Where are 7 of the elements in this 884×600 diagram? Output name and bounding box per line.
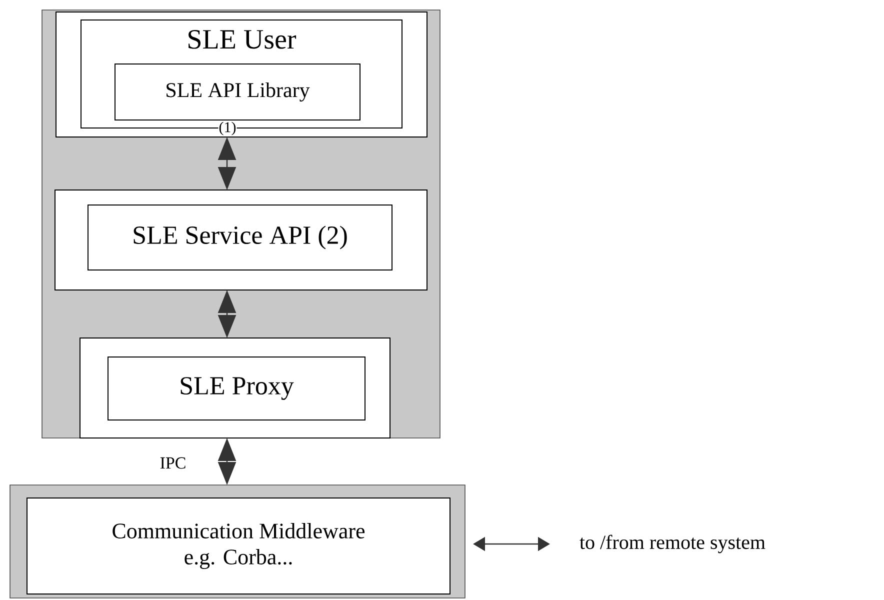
process-box: SLE Proxy bbox=[108, 356, 366, 420]
edge-label: IPC bbox=[160, 457, 186, 469]
process-box: SLE API Library bbox=[114, 64, 360, 120]
callout-number: (1) bbox=[218, 121, 237, 136]
text-label: to /from remote system bbox=[580, 534, 766, 554]
process-box: Communication Middleware e.g. Corba... bbox=[26, 498, 450, 594]
process-box: SLE Service API (2) bbox=[88, 204, 392, 270]
